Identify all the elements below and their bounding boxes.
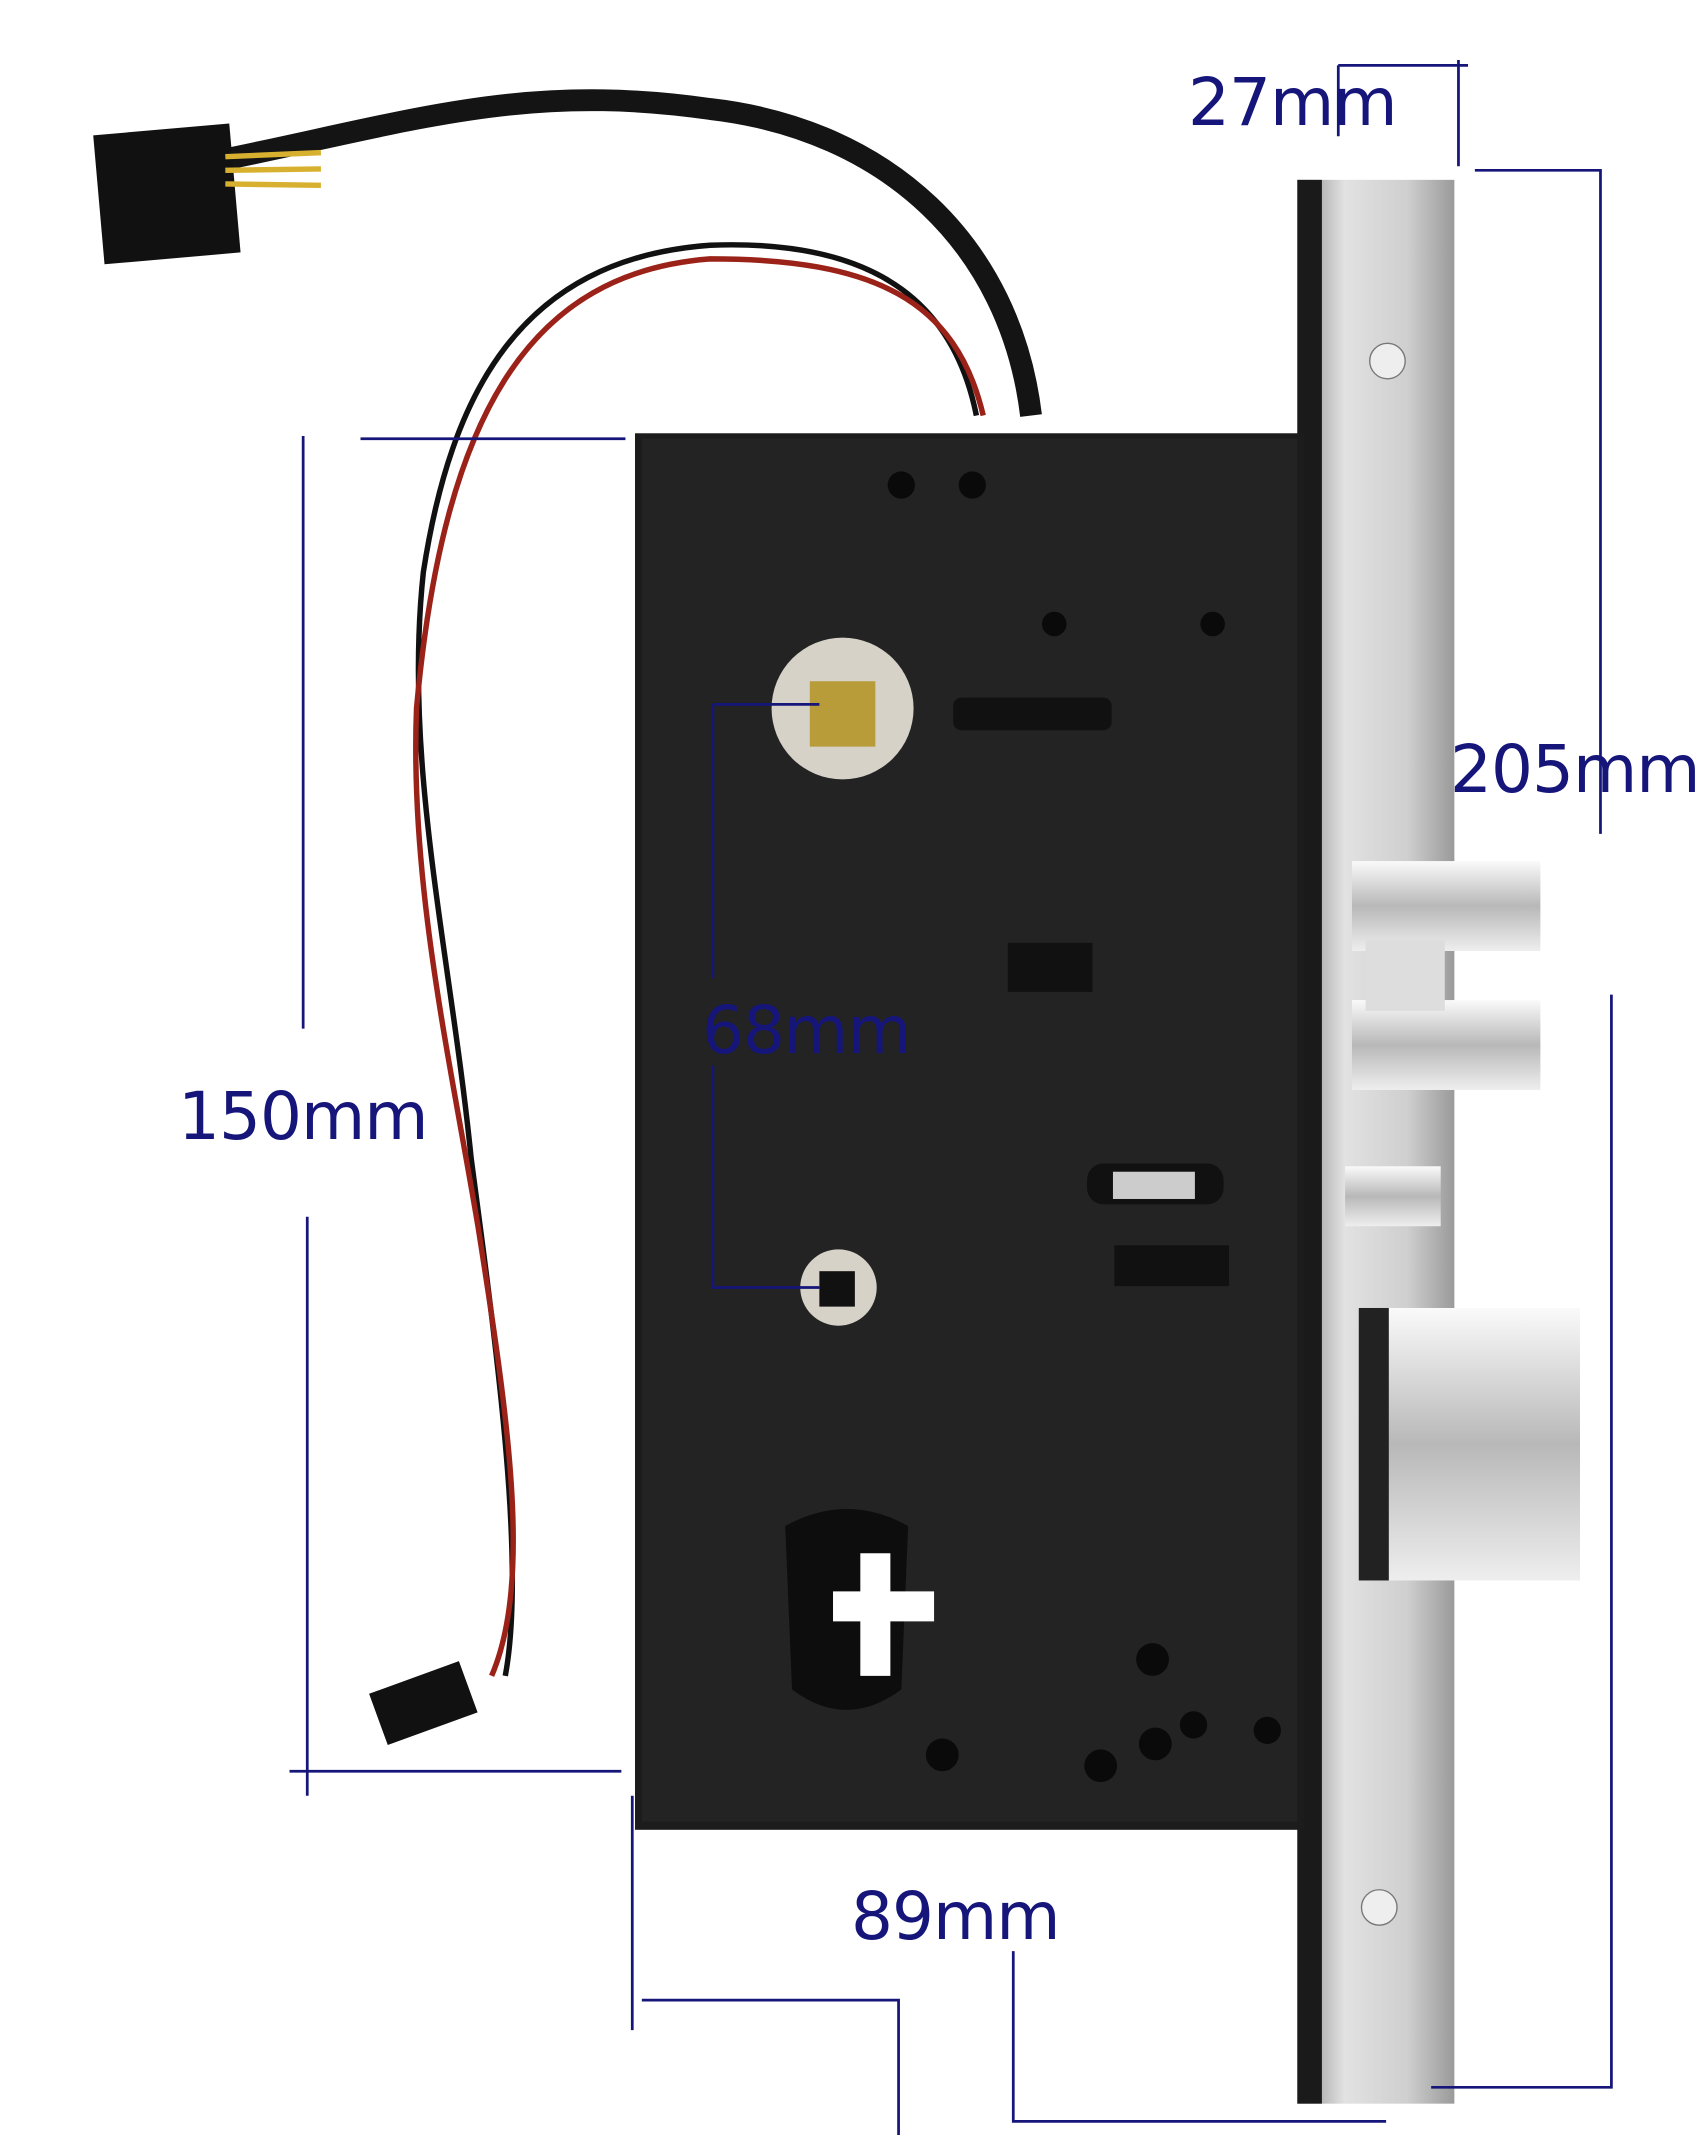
connector-plug [93, 123, 241, 265]
latch-bolts [1345, 861, 1580, 1581]
spindle-distance-label: 68mm [702, 992, 912, 1069]
body-height-label: 150mm [178, 1078, 429, 1155]
lock-body [635, 433, 1305, 1830]
backset-label: 89mm [851, 1878, 1061, 1955]
faceplate-width-label: 27mm [1188, 64, 1398, 141]
cable [93, 89, 1042, 1746]
dimension-lines [289, 59, 1613, 2135]
screws [1360, 342, 1406, 1926]
small-connector [369, 1661, 478, 1746]
faceplate-height-label: 205mm [1450, 731, 1701, 808]
faceplate [1297, 179, 1455, 2104]
deadbolt [1358, 1307, 1580, 1581]
